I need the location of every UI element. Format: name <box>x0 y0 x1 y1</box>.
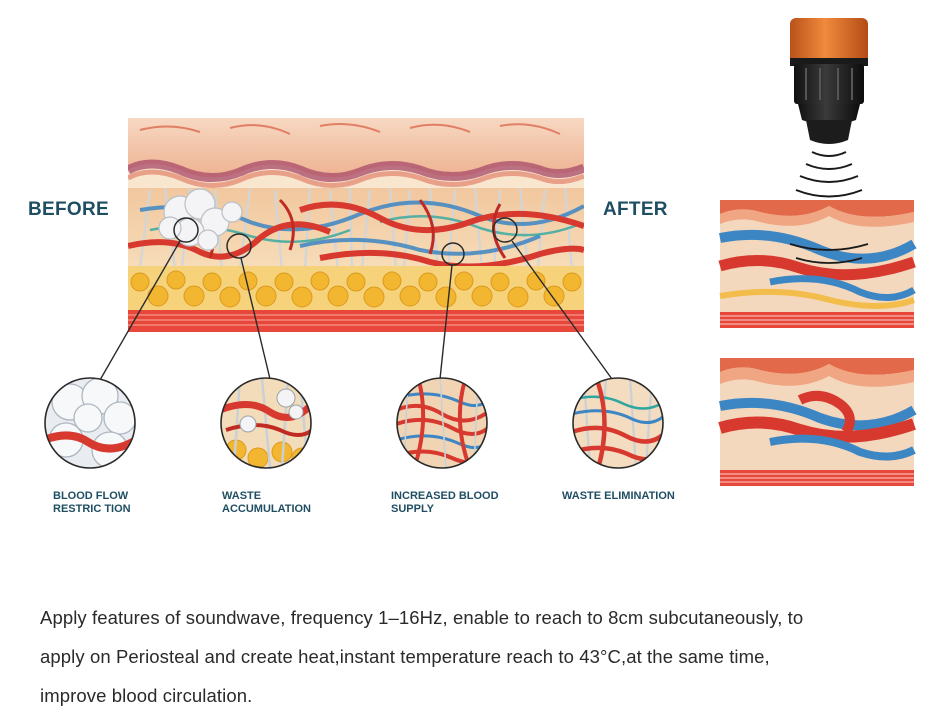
caption-waste-elimination: WASTE ELIMINATION <box>562 490 675 503</box>
caption-increased-blood-supply: INCREASED BLOOD SUPPLY <box>391 490 499 516</box>
description-line: apply on Periosteal and create heat,inst… <box>40 637 920 676</box>
caption-line: SUPPLY <box>391 503 499 516</box>
zoom-circle-waste-accumulation <box>220 377 312 469</box>
zoom-circle-increased-blood-supply <box>396 377 488 469</box>
caption-line: WASTE ELIMINATION <box>562 490 675 503</box>
description-text: Apply features of soundwave, frequency 1… <box>40 598 920 715</box>
caption-waste-accumulation: WASTE ACCUMULATION <box>222 490 311 516</box>
description-line: improve blood circulation. <box>40 676 920 715</box>
treated-tissue-top-panel <box>720 200 914 328</box>
caption-blood-flow-restriction: BLOOD FLOW RESTRIC TION <box>53 490 131 516</box>
caption-line: ACCUMULATION <box>222 503 311 516</box>
caption-line: BLOOD FLOW <box>53 490 131 503</box>
treated-tissue-bottom-panel <box>720 358 914 486</box>
caption-line: RESTRIC TION <box>53 503 131 516</box>
caption-line: INCREASED BLOOD <box>391 490 499 503</box>
description-line: Apply features of soundwave, frequency 1… <box>40 598 920 637</box>
zoom-circle-waste-elimination <box>572 377 664 469</box>
zoom-circle-blood-flow-restriction <box>44 377 136 469</box>
before-label: BEFORE <box>28 199 109 221</box>
caption-line: WASTE <box>222 490 311 503</box>
after-label: AFTER <box>603 199 668 221</box>
shockwave-handpiece <box>790 18 868 144</box>
